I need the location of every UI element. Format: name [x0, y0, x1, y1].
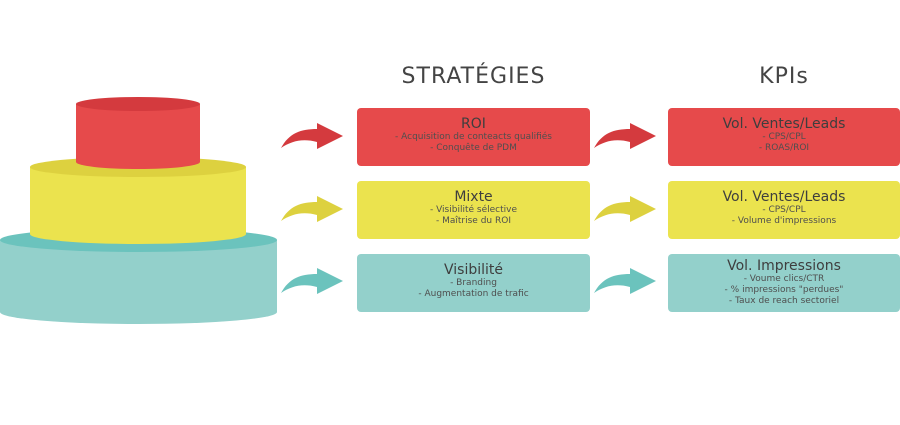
kpi-line: - ROAS/ROI — [758, 143, 810, 153]
tier-middle — [30, 157, 246, 244]
kpi-line: - % impressions "perdues" — [724, 285, 844, 295]
kpi-box-visibilite: Vol. Impressions - Voume clics/CTR - % i… — [668, 254, 900, 312]
strategy-box-roi: ROI - Acquisition de conteacts qualifiés… — [357, 108, 590, 166]
kpis-header: KPIs — [759, 64, 809, 89]
curved-arrow-icon — [281, 123, 343, 149]
curved-arrow-icon — [594, 268, 656, 294]
curved-arrow-icon — [594, 123, 656, 149]
strategy-line: - Acquisition de conteacts qualifiés — [395, 132, 552, 142]
kpi-line: - Voume clics/CTR — [743, 274, 825, 284]
kpi-box-roi: Vol. Ventes/Leads - CPS/CPL - ROAS/ROI — [668, 108, 900, 166]
strategy-box-visibilite: Visibilité - Branding - Augmentation de … — [357, 254, 590, 312]
kpi-line: - Taux de reach sectoriel — [728, 296, 840, 306]
strategy-line: - Branding — [450, 278, 497, 288]
strategy-box-mixte: Mixte - Visibilité sélective - Maîtrise … — [357, 181, 590, 239]
kpi-line: - CPS/CPL — [762, 205, 806, 215]
strategy-line: - Conquête de PDM — [430, 143, 517, 153]
strategy-line: - Augmentation de trafic — [418, 289, 529, 299]
strategy-line: - Maîtrise du ROI — [436, 216, 511, 226]
kpi-line: - Volume d'impressions — [731, 216, 837, 226]
curved-arrow-icon — [594, 196, 656, 222]
strategies-header: STRATÉGIES — [401, 64, 546, 89]
tier-top — [76, 97, 200, 169]
strategy-line: - Visibilité sélective — [429, 205, 517, 215]
strategy-title: ROI — [461, 116, 486, 132]
kpi-title: Vol. Ventes/Leads — [722, 116, 846, 132]
curved-arrow-icon — [281, 196, 343, 222]
curved-arrow-icon — [281, 268, 343, 294]
kpi-title: Vol. Ventes/Leads — [722, 189, 846, 205]
strategy-title: Mixte — [454, 189, 493, 205]
kpi-line: - CPS/CPL — [762, 132, 806, 142]
kpi-title: Vol. Impressions — [727, 258, 841, 274]
strategy-title: Visibilité — [443, 262, 503, 278]
kpi-box-mixte: Vol. Ventes/Leads - CPS/CPL - Volume d'i… — [668, 181, 900, 239]
